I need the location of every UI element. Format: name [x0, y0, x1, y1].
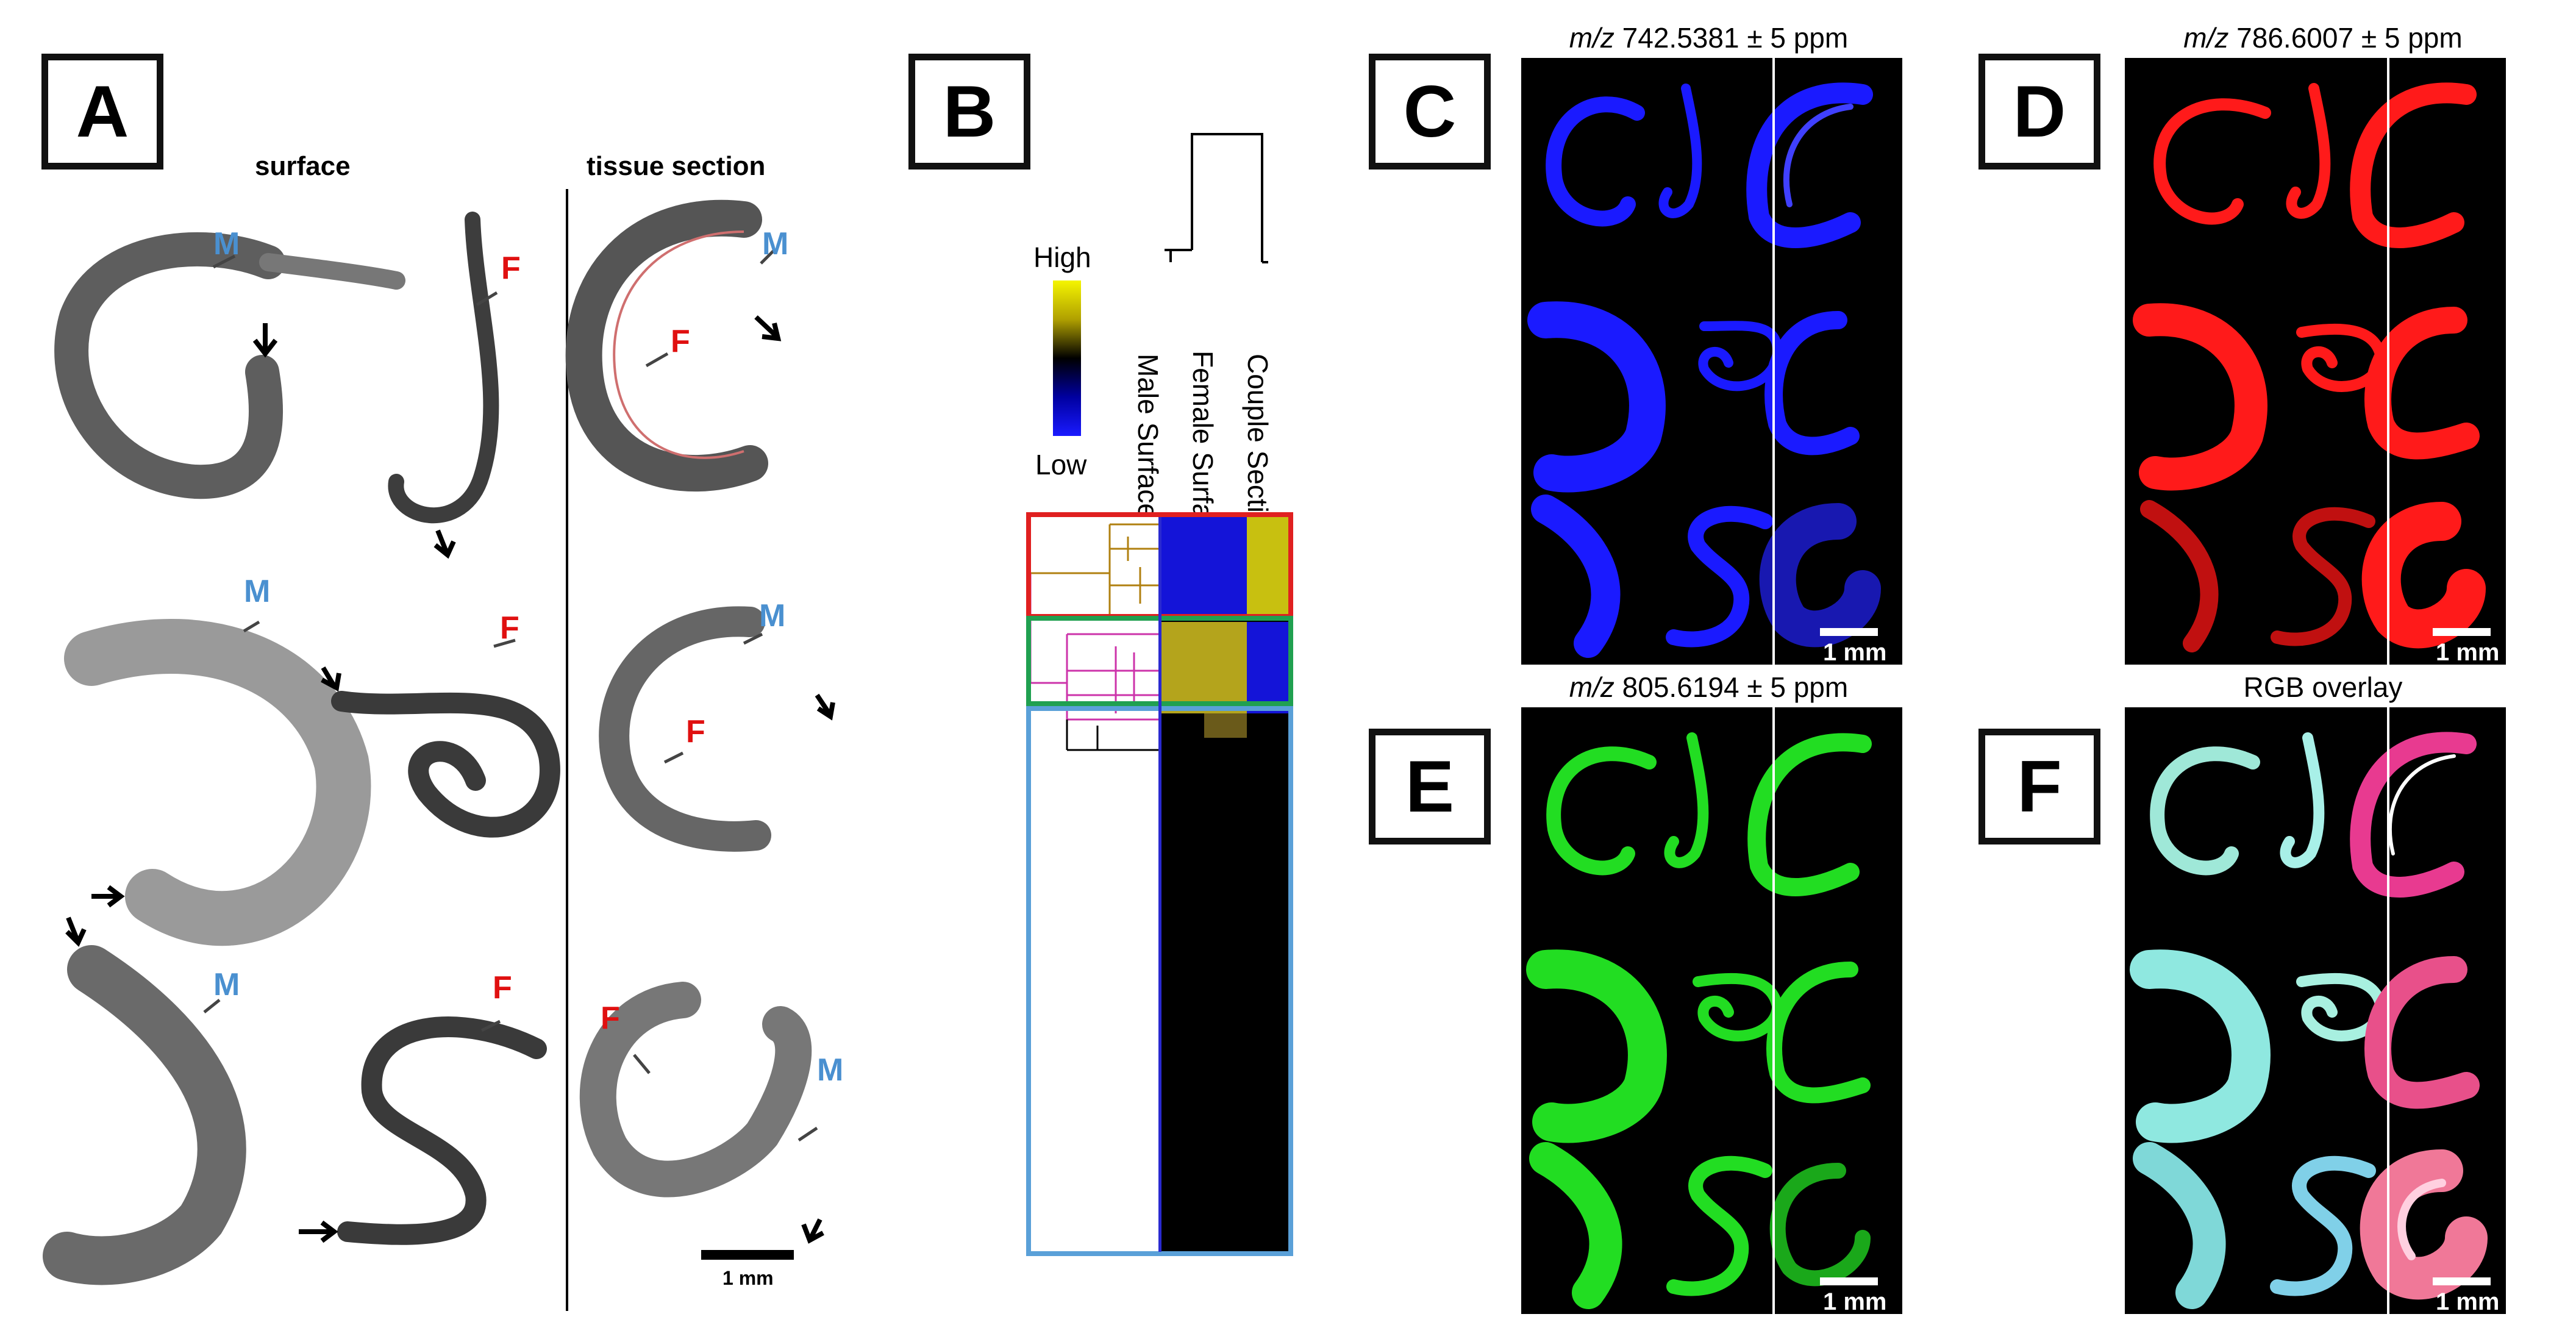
- ion-image-d: 1 mm: [2125, 58, 2506, 665]
- female-label: F: [686, 714, 705, 749]
- mz-italic: m/z: [2183, 22, 2229, 54]
- scale-bar: [1820, 628, 1878, 636]
- scale-bar: [701, 1250, 794, 1260]
- row-dendrogram: [1029, 523, 1160, 751]
- male-label: M: [244, 574, 271, 609]
- column-dendrogram: [1165, 133, 1268, 263]
- panel-letter-text: A: [76, 71, 129, 152]
- scale-bar-label: 1 mm: [1823, 639, 1887, 665]
- ion-image-divider: [1772, 58, 1775, 665]
- mz-value: 805.6194 ± 5 ppm: [1614, 671, 1849, 703]
- panel-f-title: RGB overlay: [2243, 671, 2403, 703]
- panel-letter-text: F: [2017, 746, 2062, 827]
- panel-letter-text: C: [1403, 71, 1457, 152]
- panel-label-d: D: [1978, 54, 2100, 170]
- ion-image-f-shapes: [2130, 732, 2488, 1309]
- heatmap-block-blue: [1161, 512, 1247, 616]
- heatmap-divider: [1158, 517, 1161, 1252]
- scale-bar-label: 1 mm: [2436, 639, 2500, 665]
- female-label: F: [493, 970, 512, 1005]
- heatmap: [1161, 512, 1290, 1256]
- ion-image-d-shapes: [2133, 82, 2486, 652]
- ion-image-e-shapes: [1526, 732, 1872, 1309]
- panel-c-title: m/z 742.5381 ± 5 ppm: [1530, 21, 1887, 54]
- female-label: F: [671, 324, 690, 359]
- panel-label-a: A: [41, 54, 163, 170]
- male-label: M: [213, 226, 240, 262]
- row-dendrogram-area: [1029, 512, 1160, 1256]
- male-label: M: [817, 1052, 844, 1088]
- scale-bar-label: 1 mm: [722, 1267, 774, 1289]
- mz-value: 742.5381 ± 5 ppm: [1614, 22, 1849, 54]
- ion-image-c-shapes: [1527, 82, 1881, 658]
- scale-bar: [2433, 628, 2491, 636]
- female-label: F: [501, 251, 521, 286]
- panel-letter-text: B: [943, 71, 996, 152]
- scale-bar-label: 1 mm: [2436, 1288, 2500, 1314]
- panel-a-worm-drawings: [43, 199, 835, 1285]
- ion-image-divider: [2387, 58, 2389, 665]
- panel-label-b: B: [908, 54, 1030, 170]
- ion-image-e: 1 mm: [1521, 707, 1902, 1314]
- panel-d-title: m/z 786.6007 ± 5 ppm: [2134, 21, 2512, 54]
- ion-image-divider: [1772, 707, 1775, 1314]
- ion-image-c: 1 mm: [1521, 58, 1902, 665]
- ion-image-divider: [2387, 707, 2389, 1314]
- color-legend-bar: [1053, 280, 1081, 436]
- scale-bar: [2433, 1277, 2491, 1285]
- heatmap-block-blue: [1247, 622, 1290, 713]
- panel-letter-text: D: [2013, 71, 2066, 152]
- scale-bar: [1820, 1277, 1878, 1285]
- male-label: M: [759, 598, 786, 634]
- legend-low-label: Low: [1035, 449, 1087, 480]
- heatmap-block-yellow: [1161, 622, 1247, 713]
- column-label-male-surface: Male Surface: [1132, 354, 1164, 520]
- male-label: M: [762, 226, 789, 262]
- male-label: M: [213, 967, 240, 1002]
- panel-label-f: F: [1978, 729, 2100, 844]
- heatmap-block-yellow: [1247, 512, 1290, 616]
- mz-italic: m/z: [1569, 671, 1614, 703]
- ion-image-f: 1 mm: [2125, 707, 2506, 1314]
- panel-e-title: m/z 805.6194 ± 5 ppm: [1530, 671, 1887, 704]
- panel-a-divider: [566, 189, 568, 1311]
- legend-high-label: High: [1033, 241, 1091, 273]
- tissue-section-heading: tissue section: [587, 151, 766, 181]
- mz-italic: m/z: [1569, 22, 1614, 54]
- surface-heading: surface: [255, 151, 351, 181]
- female-label: F: [500, 610, 519, 646]
- mz-value: 786.6007 ± 5 ppm: [2228, 22, 2463, 54]
- heatmap-block-yellow: [1204, 713, 1247, 738]
- panel-label-c: C: [1369, 54, 1491, 170]
- scale-bar-label: 1 mm: [1823, 1288, 1887, 1314]
- panel-letter-text: E: [1405, 746, 1455, 827]
- panel-label-e: E: [1369, 729, 1491, 844]
- female-label: F: [601, 1001, 620, 1036]
